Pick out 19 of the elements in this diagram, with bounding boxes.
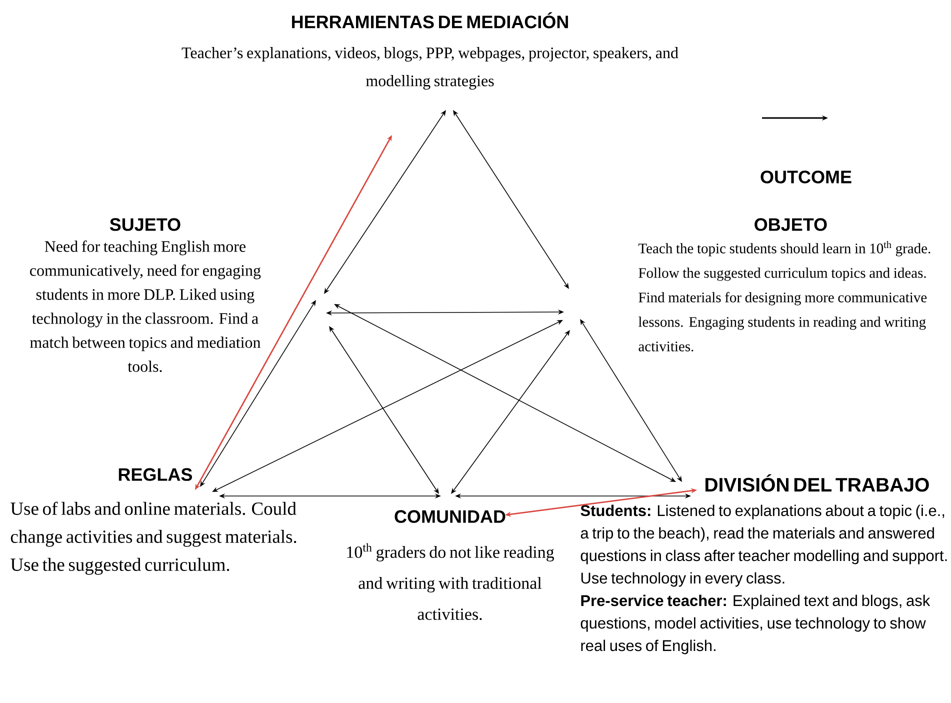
node-text: Students: Listened to explanations about a topic (i.e., a trip to the beach), read the materials and answered questions in class after teacher modelling and support. Use technology in every class. <box>580 504 947 587</box>
node-text: Pre-service teacher: Explained text and blogs, ask questions, model activities, use technology to show real uses of English. <box>580 594 930 654</box>
label: OUTCOME <box>760 170 852 184</box>
node-heading: SUJETO <box>110 218 180 231</box>
node-heading: COMUNIDAD <box>394 510 506 523</box>
node-text: 10$^{th}$ graders do not like reading and writing with traditional activities. <box>347 543 554 620</box>
arrow <box>324 110 446 294</box>
arrow <box>453 110 569 289</box>
node-text: Teach the topic students should learn in 10$^{th}$ grade. Follow the suggested curriculum topics and ideas. Find materials for designing more communicative lessons. Engaging students in reading and writing activities. <box>638 240 930 352</box>
node-text: Use of labs and online materials. Could change activities and suggest materials. Use the suggested curriculum. <box>10 502 296 575</box>
node-heading: REGLAS <box>118 468 192 481</box>
node-text: Need for teaching English more communicatively, need for engaging students in more DLP. Liked using technology in the classroom. Find a match between topics and mediation tools. <box>30 240 261 372</box>
arrow <box>451 330 570 494</box>
arrow <box>329 326 439 494</box>
node-heading: HERRAMIENTAS DE MEDIACIÓN <box>292 12 568 28</box>
node-heading: OBJETO <box>754 218 827 231</box>
arrow <box>580 319 682 482</box>
node-heading: DIVISIÓN DEL TRABAJO <box>706 474 929 492</box>
node-text: Teacher’s explanations, videos, blogs, PPP, webpages, projector, speakers, and modelling strategies <box>182 47 678 90</box>
